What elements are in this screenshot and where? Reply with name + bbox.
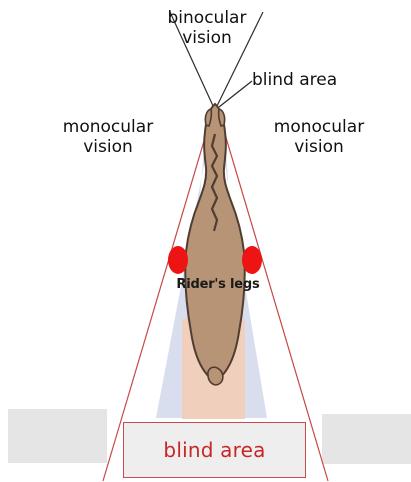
binocular-vision-label: binocular vision [165,8,249,48]
rider-leg-left [168,246,188,274]
binocular-label-line2: vision [165,28,249,48]
monocular-vision-left-label: monocular vision [54,117,162,157]
riders-legs-label: Rider's legs [170,275,266,295]
rider-leg-right [242,246,262,274]
blind-area-bottom-label: blind area [163,439,265,461]
monocular-vision-right-label: monocular vision [265,117,373,157]
horse-head [185,104,245,378]
monocular-left-line2: vision [54,137,162,157]
left-ground-bar [8,409,107,463]
monocular-right-line1: monocular [265,117,373,137]
blind-area-pointer [219,81,252,107]
right-ground-bar [322,414,411,464]
monocular-right-line2: vision [265,137,373,157]
blind-area-box: blind area [123,422,306,478]
blind-area-top-label: blind area [252,70,344,90]
monocular-left-line1: monocular [54,117,162,137]
horse-tail [208,367,223,385]
binocular-label-line1: binocular [165,8,249,28]
